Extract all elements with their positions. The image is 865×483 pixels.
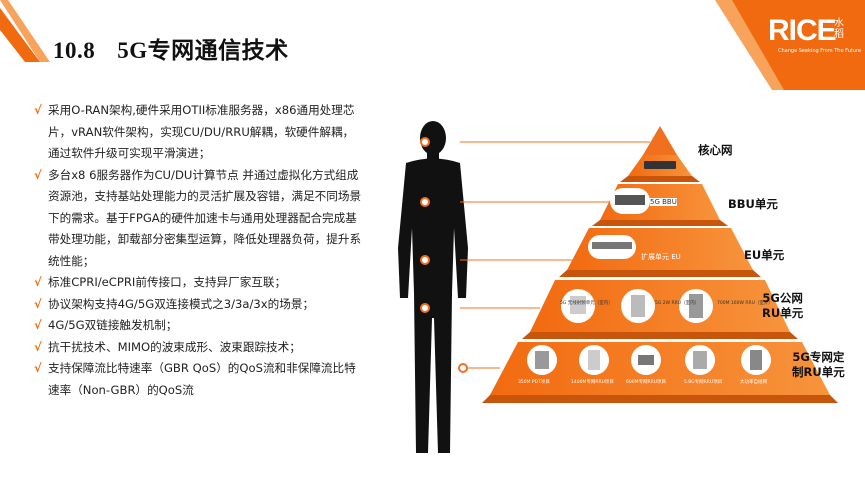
device-label-custom-4: 5.8G专网RRU项目 [684,380,723,385]
bullet-item: √多台x8 6服务器作为CU/DU计算节点 并通过虚拟化方式组成资源池，支持基站… [34,165,364,273]
logo: RICE [768,14,837,47]
page-title: 10.8 5G专网通信技术 [53,31,289,65]
bullet-item: √标准CPRI/eCPRI前传接口，支持异厂家互联； [34,272,364,294]
connector-dot [458,363,468,373]
bullet-list: √采用O-RAN架构,硬件采用OTII标准服务器，x86通用处理芯片，vRAN软… [34,100,364,401]
bullet-item: √协议架构支持4G/5G双连接模式之3/3a/3x的场景； [34,294,364,316]
logo-cn: 水稻 [834,18,844,40]
check-icon: √ [34,103,42,117]
connector-dot [420,255,430,265]
connector-dot [420,303,430,313]
check-icon: √ [34,296,42,311]
connector-dot [420,197,430,207]
device-label-custom-5: 大功率自组网 [740,380,767,385]
section-number: 10.8 [53,38,96,63]
tier-label-bbu: BBU单元 [728,197,778,211]
device-label-ru-2: 5G 2W RRU（室内） [655,301,700,306]
tier-label-custom-ru: 5G专网定 制RU单元 [792,350,845,379]
check-icon: √ [34,275,42,289]
device-label-eu: 扩展单元 EU [641,253,681,261]
corner-decoration-left [0,0,50,62]
bullet-item: √采用O-RAN架构,硬件采用OTII标准服务器，x86通用处理芯片，vRAN软… [34,100,364,165]
check-icon: √ [34,167,42,182]
check-icon: √ [34,339,42,354]
tier-label-public-ru: 5G公网 RU单元 [762,291,804,320]
device-label-custom-3: 600M专网RRU项目 [626,380,667,385]
logo-tagline: Change Seeking From The Future [778,48,862,54]
device-label-custom-2: 1400M专网RRU项目 [571,380,614,385]
tier-label-core: 核心网 [698,143,733,157]
corner-decoration-right [715,0,865,90]
check-icon: √ [34,361,42,375]
tier-label-eu: EU单元 [744,248,785,262]
device-label-custom-1: 350M PDT项目 [518,380,550,385]
check-icon: √ [34,318,42,332]
device-label-bbu: 5G BBU [650,198,677,206]
device-label-ru-1: 5G 无线射频单元（室内） [560,301,613,306]
bullet-item: √4G/5G双链接触发机制； [34,315,364,337]
bullet-item: √抗干扰技术、MIMO的波束成形、波束跟踪技术； [34,337,364,359]
title-text: 5G专网通信技术 [117,38,289,63]
bullet-item: √支持保障流比特速率（GBR QoS）的QoS流和非保障流比特速率（Non-GB… [34,358,364,401]
device-label-ru-3: 700M 160W RRU（室外） [717,301,773,306]
connector-dot [420,137,430,147]
